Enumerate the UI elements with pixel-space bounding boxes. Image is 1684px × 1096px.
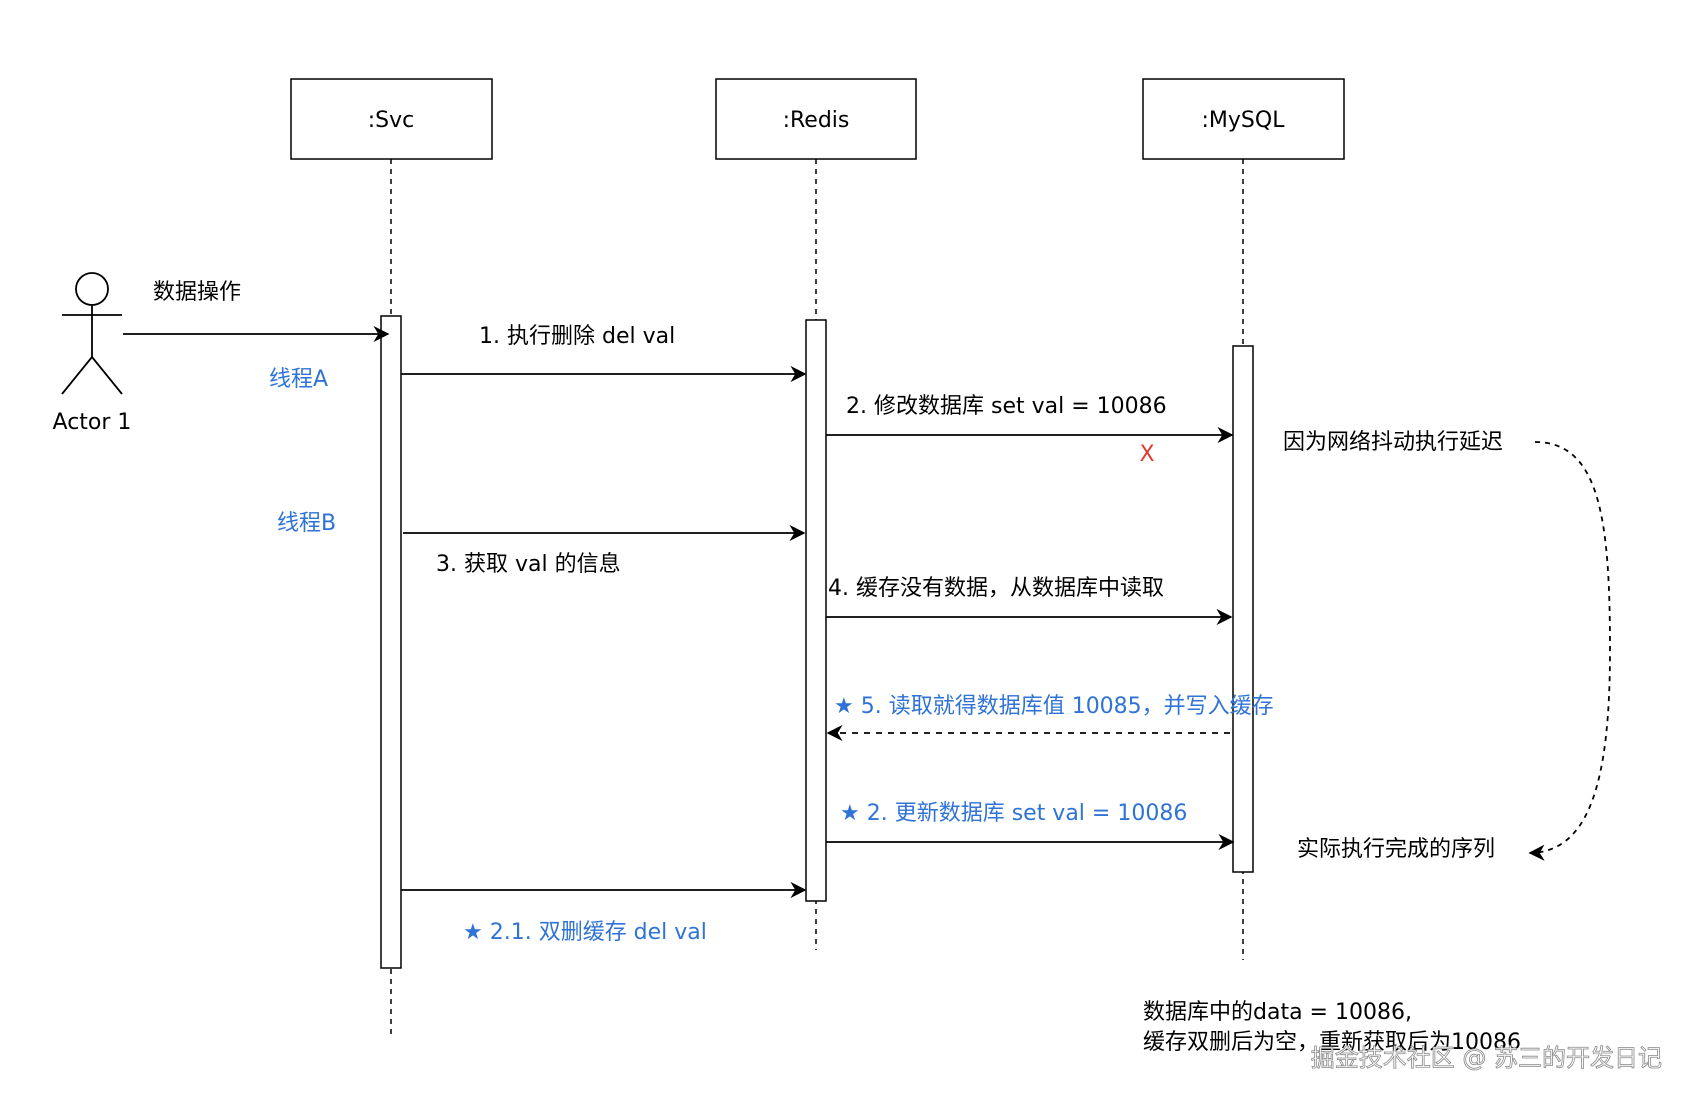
participant-svc: :Svc [290, 78, 493, 160]
note-delay: 因为网络抖动执行延迟 [1283, 430, 1503, 455]
participant-svc-label: :Svc [368, 108, 415, 133]
delay-curve-arrow [1528, 441, 1611, 861]
message-3-label: 3. 获取 val 的信息 [436, 552, 621, 577]
message-6-label: ★ 2. 更新数据库 set val = 10086 [840, 801, 1187, 826]
participant-redis-label: :Redis [783, 108, 850, 133]
activation-svc [380, 315, 402, 969]
watermark: 掘金技术社区 @ 苏三的开发日记 [1311, 1044, 1662, 1072]
activation-redis [805, 319, 827, 902]
summary-line-2: 缓存双删后为空，重新获取后为10086 [1143, 1030, 1521, 1055]
message-7-label: ★ 2.1. 双删缓存 del val [463, 920, 707, 945]
activation-mysql [1232, 345, 1254, 873]
actor-head [75, 272, 109, 306]
message-2-fail-mark: X [1139, 442, 1154, 467]
summary-line-1: 数据库中的data = 10086, [1143, 1000, 1412, 1025]
message-5-label: ★ 5. 读取就得数据库值 10085，并写入缓存 [834, 694, 1274, 719]
participant-mysql-label: :MySQL [1202, 108, 1286, 133]
note-actual: 实际执行完成的序列 [1297, 837, 1495, 862]
message-2-label: 2. 修改数据库 set val = 10086 [846, 394, 1167, 419]
thread-a-label: 线程A [269, 367, 328, 392]
actor-figure [61, 272, 123, 395]
participant-redis: :Redis [715, 78, 917, 160]
message-1-label: 1. 执行删除 del val [479, 324, 675, 349]
message-4-label: 4. 缓存没有数据，从数据库中读取 [828, 576, 1164, 601]
thread-b-label: 线程B [277, 511, 336, 536]
message-op-label: 数据操作 [153, 280, 241, 305]
actor-label: Actor 1 [53, 410, 132, 435]
participant-mysql: :MySQL [1142, 78, 1345, 160]
